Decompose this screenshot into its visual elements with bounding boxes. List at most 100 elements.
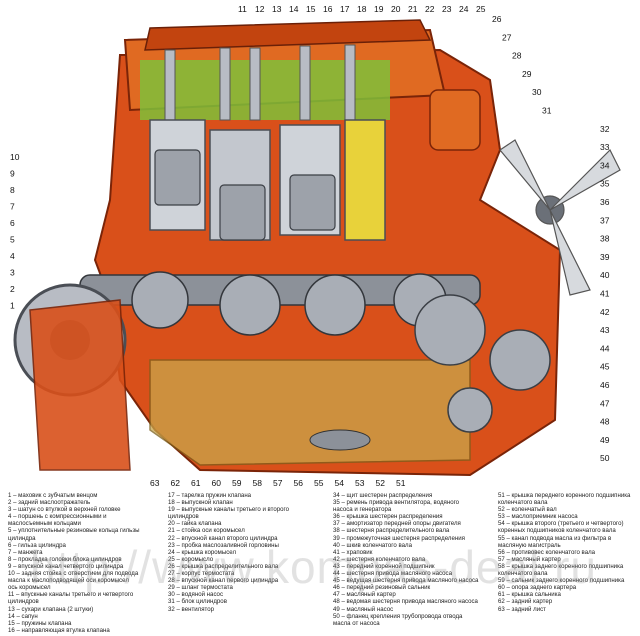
callout-number: 6 — [10, 218, 15, 228]
legend-item: 47 – масляный картер — [333, 591, 396, 599]
callout-number: 43 — [600, 325, 610, 335]
legend-item: коленчатого вала — [498, 499, 548, 507]
callout-number: 12 — [255, 4, 265, 14]
legend-item: 63 – задний лист — [498, 605, 546, 613]
legend-item: 18 – выпускной клапан — [168, 499, 233, 507]
callout-number: 11 — [238, 4, 247, 14]
callout-number: 50 — [600, 453, 610, 463]
callout-number: 29 — [522, 69, 532, 79]
legend-item: 5 – уплотнительные резиновые кольца гиль… — [8, 527, 140, 535]
legend-item: 38 – шестерня распределительного вала — [333, 527, 450, 535]
legend-item: масляную магистраль — [498, 541, 561, 549]
legend-item: 37 – амортизатор передней опоры двигател… — [333, 520, 461, 528]
callout-number: 35 — [600, 179, 610, 189]
legend-item: коленчатого вала — [498, 570, 548, 578]
legend-item: 8 – прокладка головки блока цилиндров — [8, 555, 122, 563]
fan — [499, 139, 621, 296]
callout-number: 37 — [600, 215, 610, 225]
callout-number: 4 — [10, 251, 15, 261]
legend-item: 6 – гильза цилиндра — [8, 541, 66, 549]
legend-item: 44 – шестерня привода масляного насоса — [333, 570, 452, 578]
legend-item: масла от насоса — [333, 619, 380, 627]
legend-item: 16 – направляющая втулка клапана — [8, 626, 110, 634]
legend-item: 43 – передний коренной подшипник — [333, 562, 435, 570]
legend-item: 42 – шестерня коленчатого вала — [333, 555, 426, 563]
legend-item: 15 – пружины клапана — [8, 619, 72, 627]
legend-item: 51 – крышка переднего коренного подшипни… — [498, 492, 631, 499]
legend-item: коренных подшипников коленчатого вала — [498, 527, 616, 535]
callout-number: 45 — [600, 362, 610, 372]
legend-item: 7 – манжета — [8, 548, 43, 556]
callout-number: 7 — [10, 202, 15, 212]
callout-number: 2 — [10, 284, 15, 294]
legend-item: 49 – масляный насос — [333, 605, 394, 613]
legend-item: 19 – выпускные каналы третьего и второго — [168, 506, 290, 514]
legend-item: 62 – задний картер — [498, 598, 553, 606]
legend-item: 31 – блок цилиндров — [168, 598, 227, 606]
callout-number: 54 — [335, 478, 345, 488]
callout-number: 23 — [442, 4, 452, 14]
legend-item: 29 – шланг термостата — [168, 584, 233, 592]
legend-item: 11 – впускные каналы третьего и четверто… — [8, 591, 134, 599]
callout-number: 20 — [391, 4, 401, 14]
callout-number: 1 — [10, 301, 15, 311]
legend-item: 40 – шкив коленчатого вала — [333, 541, 412, 549]
oil-pickup — [309, 429, 371, 451]
callout-number: 52 — [376, 478, 386, 488]
callout-number: 40 — [600, 270, 610, 280]
callout-number: 26 — [492, 14, 502, 24]
callout-number: 62 — [171, 478, 181, 488]
legend-item: 36 – крышка шестерен распределения — [333, 513, 443, 521]
legend-item: маслосъемным кольцами — [8, 520, 81, 528]
legend-item: 28 – впускной канал первого цилиндра — [168, 577, 279, 585]
legend-item: 10 – задняя стойка с отверстием для подв… — [8, 570, 139, 578]
legend-item: 60 – опора заднего картера — [498, 584, 577, 592]
callout-number: 13 — [272, 4, 282, 14]
legend-item: 58 – крышка заднего коренного подшипника — [498, 562, 624, 570]
legend-item: масла к маслоподводящей оси коромысел — [8, 577, 129, 585]
valve-cover — [144, 19, 432, 51]
legend-item: 48 – ведомая шестерня привода масляного … — [333, 598, 478, 606]
callout-number: 56 — [294, 478, 304, 488]
legend-item: ось коромысел — [8, 584, 51, 592]
legend-item: 41 – храповик — [333, 548, 373, 556]
callout-number: 38 — [600, 234, 610, 244]
legend-item: 53 – маслоприемник насоса — [498, 513, 578, 521]
legend-item: 45 – ведущая шестерня привода масляного … — [333, 577, 479, 585]
callout-number: 5 — [10, 235, 15, 245]
pistons — [154, 149, 336, 241]
callout-number: 53 — [355, 478, 365, 488]
callout-number: 58 — [253, 478, 263, 488]
legend-item: цилиндров — [8, 598, 39, 606]
rear-housing — [29, 299, 131, 471]
legend-item: 57 – масляный картер — [498, 555, 561, 563]
legend-item: 17 – тарелка пружин клапана — [168, 492, 252, 499]
callout-number: 27 — [502, 32, 512, 42]
callout-number: 14 — [289, 4, 299, 14]
timing-gears — [414, 294, 551, 433]
callout-number: 21 — [408, 4, 418, 14]
legend-item: 32 – вентилятор — [168, 605, 215, 613]
callout-number: 61 — [191, 478, 201, 488]
callout-number: 15 — [306, 4, 316, 14]
callout-number: 31 — [542, 106, 552, 116]
legend-item: 34 – щит шестерен распределения — [333, 492, 433, 499]
callout-number: 48 — [600, 417, 610, 427]
callout-number: 3 — [10, 268, 15, 278]
legend-item: 27 – корпус термостата — [168, 570, 235, 578]
callout-number: 9 — [10, 169, 15, 179]
callout-number: 34 — [600, 160, 610, 170]
callout-number: 17 — [340, 4, 350, 14]
callout-number: 51 — [396, 478, 406, 488]
callout-number: 60 — [212, 478, 222, 488]
legend-item: 35 – ремень привода вентилятора, водяног… — [333, 499, 460, 507]
callout-number: 47 — [600, 398, 610, 408]
callout-number: 49 — [600, 435, 610, 445]
legend-item: 22 – впускной канал второго цилиндра — [168, 534, 278, 542]
legend-item: 59 – сальник заднего коренного подшипник… — [498, 577, 625, 585]
